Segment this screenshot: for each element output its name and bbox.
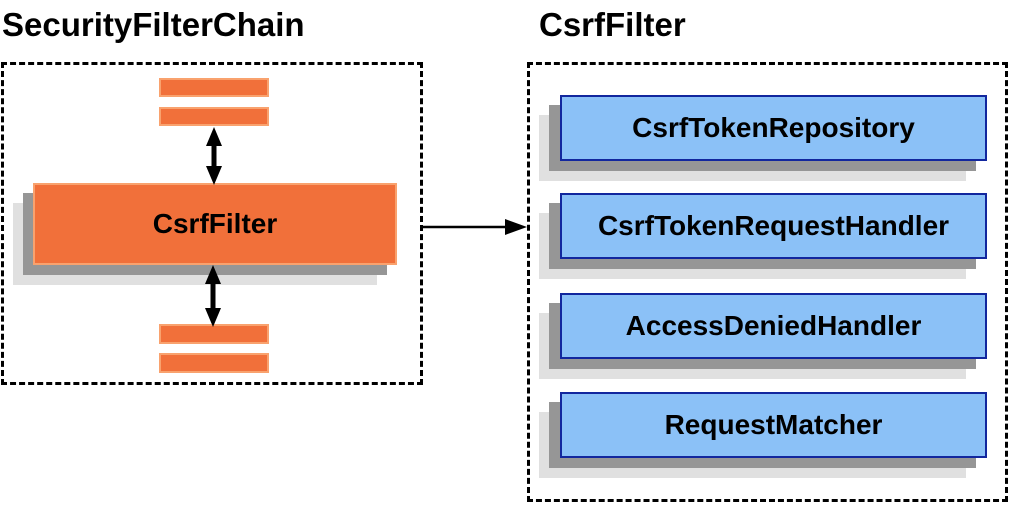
component-box-csrf-token-request-handler: CsrfTokenRequestHandler	[560, 193, 987, 259]
csrf-filter-box: CsrfFilter	[33, 183, 397, 265]
filter-placeholder-bar	[159, 78, 269, 97]
csrf-filter-box-label: CsrfFilter	[152, 208, 278, 239]
connector-arrow-icon	[423, 219, 527, 235]
filter-placeholder-bar	[159, 107, 269, 126]
component-label: CsrfTokenRequestHandler	[597, 210, 950, 241]
component-label: RequestMatcher	[664, 409, 883, 440]
filter-placeholder-bar	[159, 353, 269, 373]
security-filter-chain-title: SecurityFilterChain	[2, 6, 305, 43]
component-label: CsrfTokenRepository	[632, 112, 915, 143]
csrf-filter-title: CsrfFilter	[539, 6, 686, 43]
csrf-filter-container	[527, 62, 1008, 502]
component-label: AccessDeniedHandler	[625, 310, 922, 341]
security-filter-chain-container	[1, 62, 423, 385]
component-box-request-matcher: RequestMatcher	[560, 392, 987, 458]
component-box-csrf-token-repository: CsrfTokenRepository	[560, 95, 987, 161]
filter-placeholder-bar	[159, 324, 269, 344]
component-box-access-denied-handler: AccessDeniedHandler	[560, 293, 987, 359]
